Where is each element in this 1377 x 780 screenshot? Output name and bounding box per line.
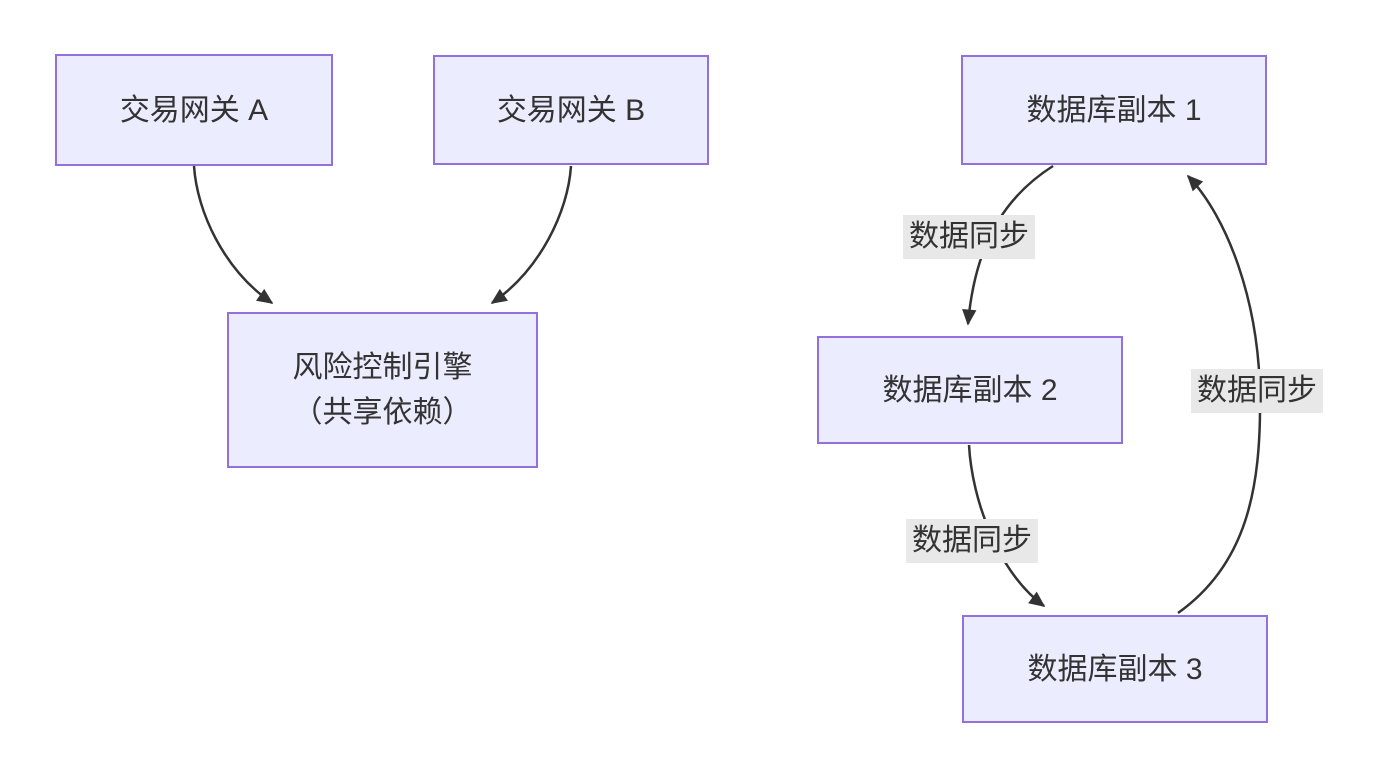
edge-label-db1-to-db2: 数据同步 [903,215,1035,259]
node-db-replica-2-label: 数据库副本 2 [882,373,1058,407]
edge-label-db2-to-db3: 数据同步 [906,519,1038,563]
node-db-replica-1: 数据库副本 1 [961,55,1267,165]
node-gateway-b: 交易网关 B [433,55,709,165]
node-risk-engine-label-line1: 风险控制引擎 [292,351,473,384]
node-risk-engine-label-line2: （共享依赖） [292,396,473,429]
edge-gateway-a-to-risk-engine [192,165,274,305]
node-gateway-b-label: 交易网关 B [496,93,646,127]
edge-label-db3-to-db1: 数据同步 [1191,369,1323,413]
node-gateway-a-label: 交易网关 A [119,93,269,127]
node-db-replica-2: 数据库副本 2 [817,336,1123,444]
node-db-replica-3-label: 数据库副本 3 [1027,652,1203,686]
node-gateway-a: 交易网关 A [55,54,333,166]
node-db-replica-1-label: 数据库副本 1 [1026,93,1202,127]
node-risk-engine: 风险控制引擎 （共享依赖） [227,312,538,468]
node-db-replica-3: 数据库副本 3 [962,615,1268,723]
edge-gateway-b-to-risk-engine [490,165,573,305]
